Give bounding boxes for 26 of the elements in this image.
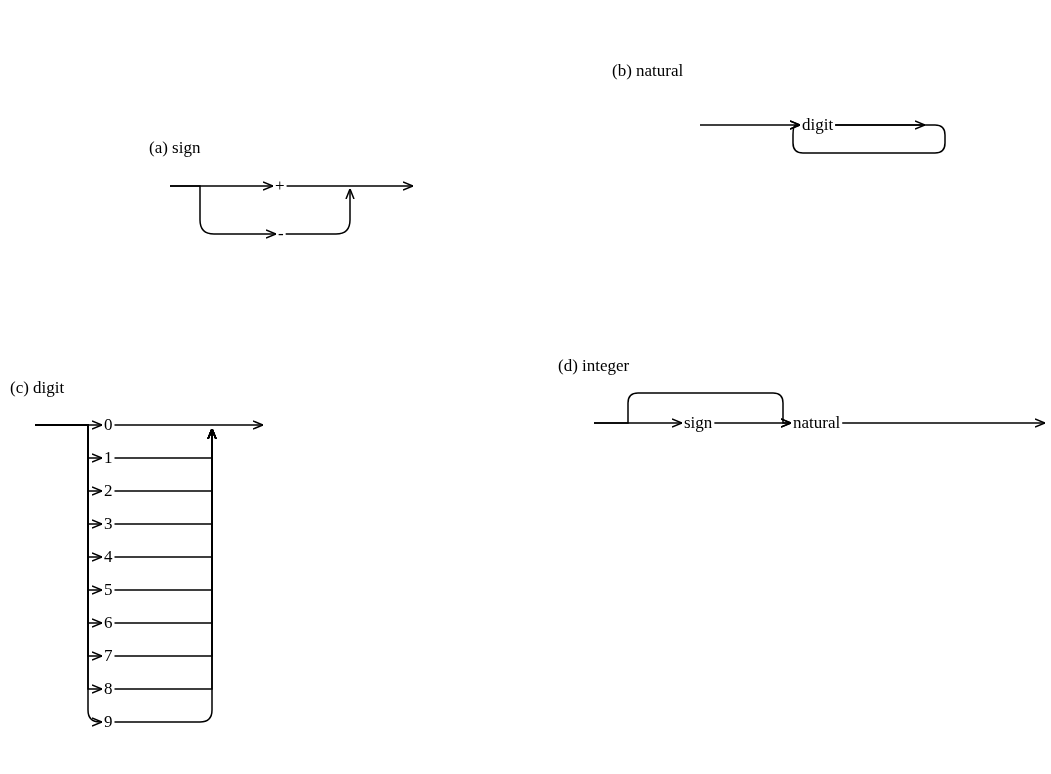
arrow — [593, 392, 792, 428]
panel-title: (a) sign — [148, 138, 202, 158]
panel-title: (b) natural — [611, 61, 685, 81]
terminal-symbol: - — [276, 224, 286, 244]
panel-title: (c) digit — [9, 378, 66, 398]
arrow — [169, 185, 277, 239]
terminal-symbol: + — [273, 176, 287, 196]
terminal-symbol: 0 — [102, 415, 115, 435]
terminal-symbol: 9 — [102, 712, 115, 732]
rule-name: natural — [791, 413, 843, 433]
terminal-symbol: 5 — [102, 580, 115, 600]
arrow — [789, 120, 946, 154]
terminal-symbol: 8 — [102, 679, 115, 699]
arrow — [285, 181, 414, 191]
terminal-symbol: 6 — [102, 613, 115, 633]
terminal-symbol: 1 — [102, 448, 115, 468]
arrow — [284, 188, 355, 235]
terminal-symbol: 7 — [102, 646, 115, 666]
arrow — [113, 420, 264, 430]
terminal-symbol: 3 — [102, 514, 115, 534]
terminal-symbol: 2 — [102, 481, 115, 501]
panel-title: (d) integer — [557, 356, 631, 376]
arrow — [841, 418, 1046, 428]
terminal-symbol: 4 — [102, 547, 115, 567]
rule-name: sign — [682, 413, 715, 433]
rule-name: digit — [800, 115, 836, 135]
